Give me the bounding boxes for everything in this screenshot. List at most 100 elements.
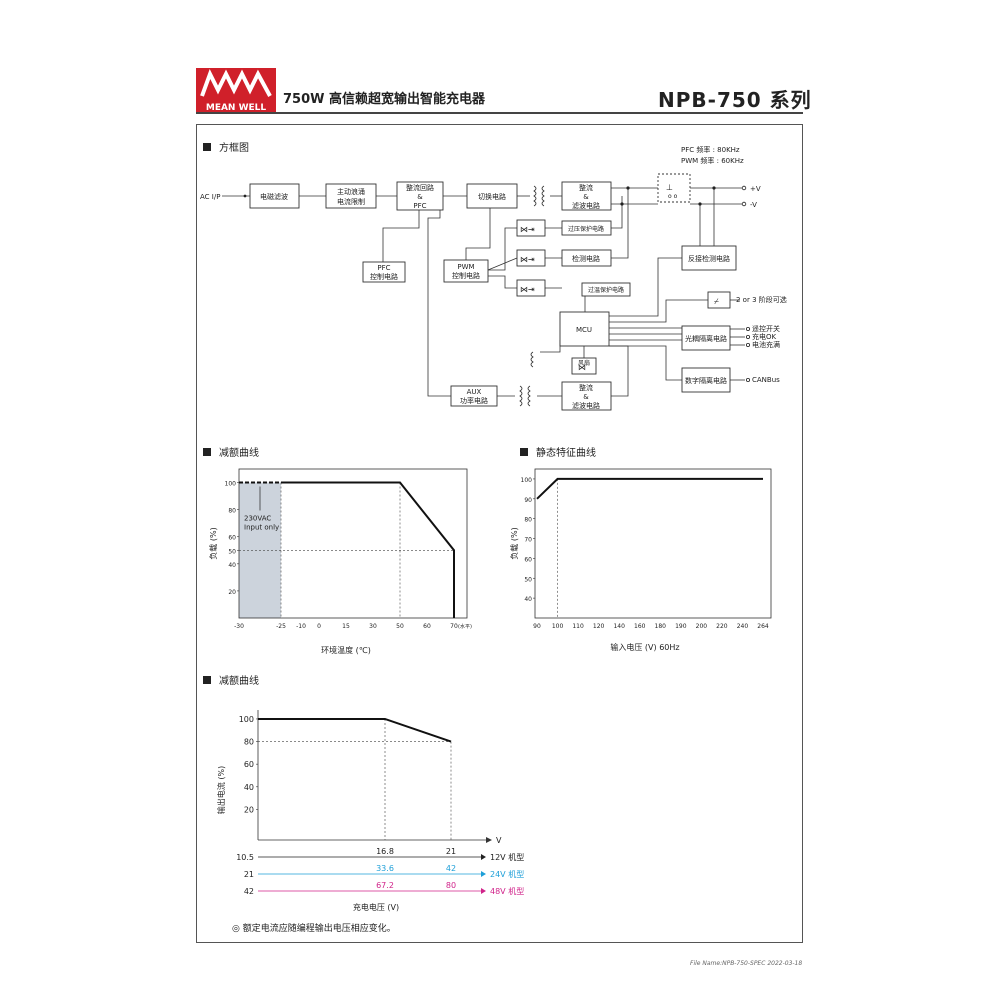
y-tick-label: 50 [524, 576, 532, 583]
y-tick-label: 70 [524, 537, 532, 544]
svg-text:⋈⇥: ⋈⇥ [520, 225, 535, 234]
battery-full: 电池充满 [752, 340, 780, 349]
x-tick-label: -30 [234, 623, 244, 630]
otp-circuit: 过温保护电路 [588, 286, 624, 294]
section-block-diagram: 方框图 [203, 139, 249, 154]
optocoupler-icon: ⋈⇥⋈⇥⋈⇥ ⌿ ⋈ ⊥ o o [520, 183, 719, 372]
bullet-square-icon [203, 447, 211, 456]
rect-filter-line1: 整流 [579, 183, 593, 192]
rect-pfc-line1: 整流回路 [406, 183, 434, 192]
x-tick-label: -25 [276, 623, 286, 630]
chart1-frame [238, 468, 468, 619]
scale-end: 42 [446, 864, 456, 873]
scale-mid: 16.8 [376, 847, 394, 856]
svg-text:⋈⇥: ⋈⇥ [520, 255, 535, 264]
bullet-square-icon [520, 447, 528, 456]
scale-model: 12V 机型 [490, 852, 524, 862]
scale-start: 21 [244, 870, 254, 879]
x-unit-label: (水平) [458, 623, 472, 630]
scale-arrow-icon [481, 888, 486, 894]
footnote: ◎ 额定电流应随编程输出电压相应变化。 [232, 924, 396, 934]
inrush-line2: 电流限制 [337, 197, 365, 206]
vplus-label: +V [750, 185, 761, 193]
switching-circuit: 切换电路 [478, 192, 506, 201]
detect-circuit: 检测电路 [572, 254, 600, 263]
transformer-icon [519, 185, 545, 407]
y-tick-label: 100 [239, 715, 254, 724]
y-tick-label: 100 [521, 477, 533, 484]
y-tick-label: 60 [228, 535, 236, 542]
content-frame [196, 124, 803, 943]
scale-end: 21 [446, 847, 456, 856]
x-tick-label: 140 [613, 623, 625, 630]
header-rule [196, 112, 803, 114]
scale-model: 24V 机型 [490, 869, 524, 879]
product-subtitle: 750W 高信赖超宽输出智能充电器 [283, 92, 486, 107]
x-axis-label: 充电电压 (V) [353, 902, 399, 912]
reverse-detect: 反接检测电路 [688, 254, 730, 263]
rect-pfc-line2: & [417, 193, 423, 201]
aux-line2: 功率电路 [460, 396, 488, 405]
y-axis-label: 负载 (%) [208, 527, 218, 559]
mean-well-logo: MEAN WELL [196, 68, 276, 112]
x-tick-label: 180 [655, 623, 667, 630]
static-curve [536, 477, 763, 500]
y-tick-label: 60 [244, 760, 254, 769]
rect-pfc-line3: PFC [413, 202, 426, 210]
section-static: 静态特征曲线 [520, 444, 596, 459]
pfc-frequency: PFC 频率 : 80KHz [681, 145, 740, 154]
y-tick-label: 50 [228, 548, 236, 555]
scale-arrow-icon [481, 854, 486, 860]
ovp-circuit: 过压保护电路 [568, 225, 604, 233]
x-tick-label: 120 [593, 623, 605, 630]
x-axis-label: 环境温度 (℃) [321, 645, 371, 655]
annotation-line1: 230VAC [244, 515, 271, 523]
mcu-block: MCU [576, 326, 592, 334]
x-tick-label: 160 [634, 623, 646, 630]
pfc-ctrl-line2: 控制电路 [370, 272, 398, 281]
x-tick-label: 190 [675, 623, 687, 630]
axis-v-label: V [496, 836, 502, 845]
x-tick-label: 220 [716, 623, 728, 630]
x-tick-label: 70 [450, 623, 458, 630]
y-axis-label: 输出电流 (%) [216, 766, 226, 814]
y-tick-label: 40 [244, 783, 254, 792]
x-tick-label: 110 [572, 623, 584, 630]
y-tick-label: 60 [524, 556, 532, 563]
stage-option: 2 or 3 阶段可选 [736, 295, 787, 304]
opto-isolation: 光耦隔离电路 [685, 334, 727, 343]
emi-filter: 电磁滤波 [260, 192, 288, 201]
block-diagram: ⋈⇥⋈⇥⋈⇥ ⌿ ⋈ ⊥ o o PFC 频率 : 80KHz PWM 频率 :… [200, 145, 787, 411]
scale-model: 48V 机型 [490, 886, 524, 896]
x-tick-label: 100 [552, 623, 564, 630]
pwm-ctrl-line1: PWM [457, 263, 474, 271]
x-tick-label: 30 [369, 623, 377, 630]
svg-text:⋈⇥: ⋈⇥ [520, 285, 535, 294]
scale-end: 80 [446, 881, 456, 890]
pfc-ctrl-line1: PFC [377, 264, 390, 272]
file-name: File Name:NPB-750-SPEC 2022-03-18 [690, 960, 803, 967]
inrush-line1: 主动浪涌 [337, 187, 365, 196]
svg-text:⌿: ⌿ [714, 297, 719, 306]
scale-start: 42 [244, 887, 254, 896]
y-tick-label: 20 [228, 589, 236, 596]
bullet-square-icon [203, 675, 211, 684]
scale-mid: 33.6 [376, 864, 394, 873]
aux-line1: AUX [467, 388, 482, 396]
scale-start: 10.5 [236, 853, 254, 862]
rect-filter-line2: & [583, 193, 589, 201]
x-tick-label: 60 [423, 623, 431, 630]
y-tick-label: 80 [228, 508, 236, 515]
svg-text:⋈: ⋈ [578, 363, 586, 372]
x-tick-label: 240 [737, 623, 749, 630]
y-tick-label: 90 [524, 497, 532, 504]
x-tick-label: -10 [296, 623, 306, 630]
section-derating-2: 减额曲线 [203, 672, 259, 687]
y-tick-label: 40 [228, 562, 236, 569]
vminus-label: -V [750, 201, 757, 209]
x-tick-label: 200 [696, 623, 708, 630]
bullet-square-icon [203, 142, 211, 151]
